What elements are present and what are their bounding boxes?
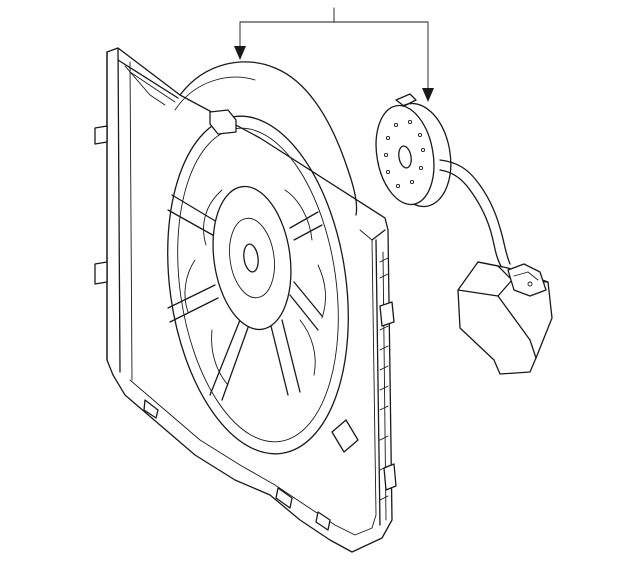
fan-hub-inner: [229, 217, 275, 299]
module-connector: [507, 263, 547, 297]
shroud-dome: [179, 61, 358, 216]
shroud-window: [331, 419, 359, 453]
fan-motor[interactable]: [369, 93, 459, 212]
fan-shroud-assembly[interactable]: [94, 47, 397, 553]
shroud-frame-outline: [106, 47, 393, 553]
arrow-to-motor: [422, 88, 434, 102]
fan-ring-outer: [167, 115, 349, 455]
callout-bracket: [234, 7, 434, 102]
fan-control-module[interactable]: [457, 261, 553, 375]
mount-tab-right-upper: [379, 301, 395, 327]
mount-tab-right-lower: [383, 463, 397, 491]
motor-face: [375, 104, 435, 206]
mount-tab-left-mid: [94, 261, 108, 285]
fan-blades: [184, 189, 326, 386]
motor-shaft: [398, 145, 412, 169]
motor-vent-holes: [383, 119, 426, 189]
motor-wire-harness: [439, 159, 511, 269]
arrow-to-shroud: [234, 46, 246, 60]
mount-tab-bottom-left: [143, 399, 159, 419]
mount-tab-bottom-mid: [275, 487, 293, 509]
motor-top-clip: [395, 93, 417, 107]
mount-tab-left-upper: [94, 125, 108, 145]
mount-tab-bottom-right: [315, 511, 331, 531]
shroud-struts: [167, 194, 323, 401]
fan-hub-center: [243, 243, 259, 273]
shroud-top-clip: [209, 109, 237, 135]
fan-hub-outer: [212, 185, 292, 331]
